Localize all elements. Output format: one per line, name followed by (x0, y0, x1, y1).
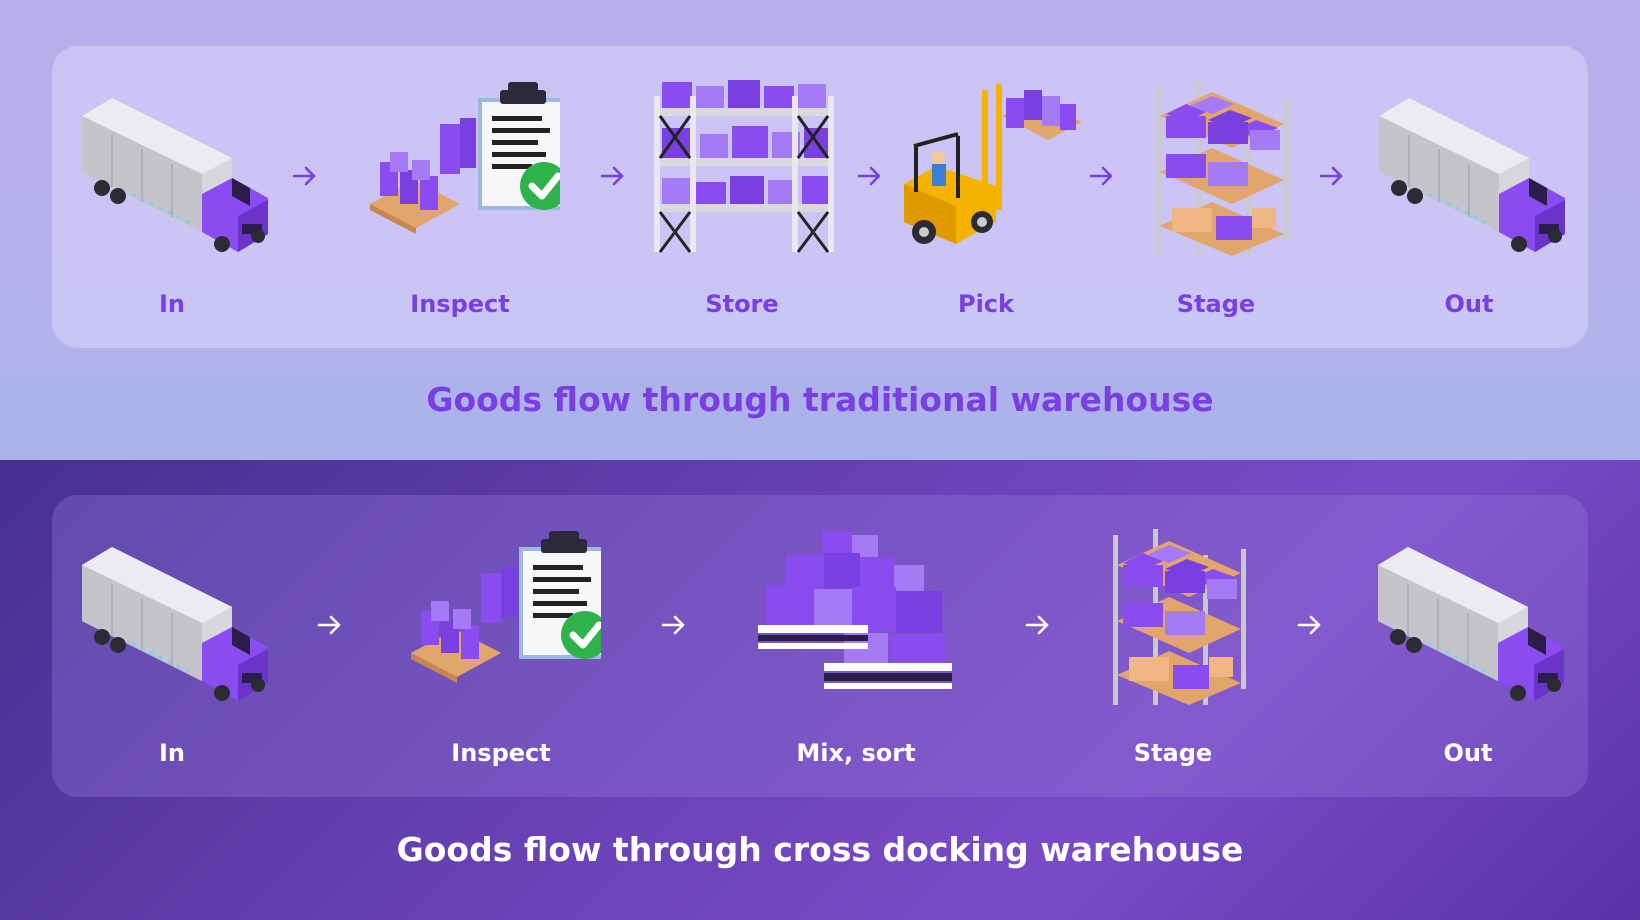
traditional-step-in: In (62, 46, 282, 348)
step-label: In (158, 739, 185, 767)
step-label: In (158, 290, 185, 318)
inspection-clipboard-icon (401, 525, 601, 705)
step-label: Stage (1133, 739, 1213, 767)
traditional-step-out: Out (1359, 46, 1579, 348)
arrow-right-icon (316, 611, 344, 639)
truck-icon (72, 76, 272, 256)
step-label: Pick (957, 290, 1014, 318)
cross-docking-caption: Goods flow through cross docking warehou… (396, 830, 1244, 869)
step-label: Out (1444, 290, 1494, 318)
truck-icon (1369, 76, 1569, 256)
traditional-step-stage: Stage (1106, 46, 1326, 348)
step-label: Mix, sort (796, 739, 916, 767)
traditional-flow-card: In Inspect Store Pick Stage Out (52, 46, 1588, 348)
arrow-right-icon (1296, 611, 1324, 639)
step-label: Stage (1176, 290, 1256, 318)
cross-docking-step-inspect: Inspect (391, 495, 611, 797)
arrow-right-icon (291, 162, 319, 190)
truck-icon (1368, 525, 1568, 705)
truck-icon (72, 525, 272, 705)
arrow-right-icon (660, 611, 688, 639)
step-label: Inspect (451, 739, 551, 767)
traditional-step-store: Store (632, 46, 852, 348)
cross-docking-step-in: In (62, 495, 282, 797)
arrow-right-icon (1024, 611, 1052, 639)
staging-rack-icon (1073, 525, 1273, 705)
traditional-step-inspect: Inspect (350, 46, 570, 348)
traditional-section: In Inspect Store Pick Stage Out Goods fl… (0, 0, 1640, 460)
step-label: Out (1443, 739, 1493, 767)
traditional-step-pick: Pick (876, 46, 1096, 348)
step-label: Inspect (410, 290, 510, 318)
inspection-clipboard-icon (360, 76, 560, 256)
arrow-right-icon (599, 162, 627, 190)
mixed-pallets-icon (756, 525, 956, 705)
traditional-caption: Goods flow through traditional warehouse (426, 380, 1214, 419)
cross-docking-step-out: Out (1358, 495, 1578, 797)
forklift-icon (886, 76, 1086, 256)
cross-docking-step-stage: Stage (1063, 495, 1283, 797)
cross-docking-section: In Inspect Mix, sort Stage Out Goods flo… (0, 460, 1640, 920)
cross-docking-flow-card: In Inspect Mix, sort Stage Out (52, 495, 1588, 797)
cross-docking-step-mix-sort: Mix, sort (746, 495, 966, 797)
arrow-right-icon (1318, 162, 1346, 190)
storage-shelf-icon (642, 76, 842, 256)
step-label: Store (705, 290, 779, 318)
staging-rack-icon (1116, 76, 1316, 256)
